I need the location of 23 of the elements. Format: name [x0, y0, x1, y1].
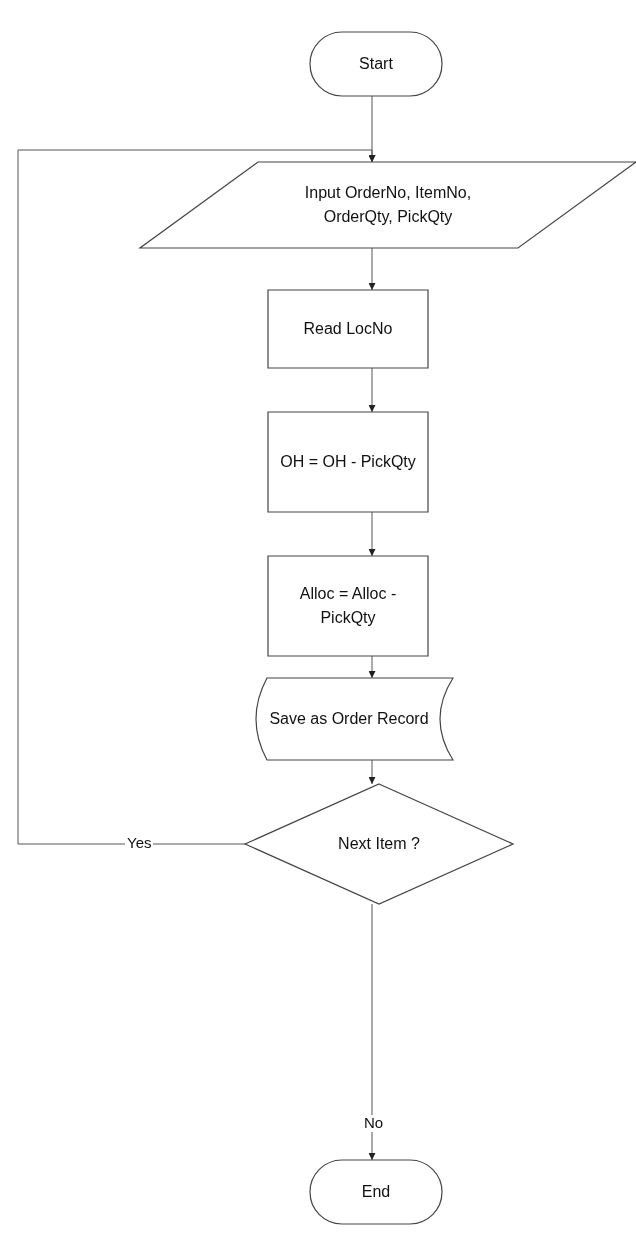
node-label: Start — [359, 54, 393, 74]
edge-label: No — [362, 1115, 386, 1132]
arrow — [368, 247, 376, 291]
node-label: Save as Order Record — [269, 709, 429, 729]
process-box — [268, 290, 428, 368]
node-label: Alloc = Alloc - PickQty — [298, 584, 398, 628]
end-terminator — [310, 1160, 442, 1224]
node-label: OH = OH - PickQty — [280, 452, 416, 472]
input-parallelogram — [140, 162, 636, 248]
arrow — [17, 149, 376, 845]
arrow — [368, 903, 376, 1161]
arrow — [368, 511, 376, 557]
node-label: Next Item ? — [338, 834, 420, 854]
arrow — [368, 367, 376, 413]
arrow — [368, 759, 376, 785]
process-box — [268, 556, 428, 656]
node-label: Read LocNo — [303, 319, 393, 339]
arrow — [368, 655, 376, 679]
start-terminator — [310, 32, 442, 96]
node-label: Input OrderNo, ItemNo, OrderQty, PickQty — [303, 183, 473, 227]
decision-diamond — [245, 784, 513, 904]
process-box — [268, 412, 428, 512]
node-label: End — [361, 1182, 391, 1202]
